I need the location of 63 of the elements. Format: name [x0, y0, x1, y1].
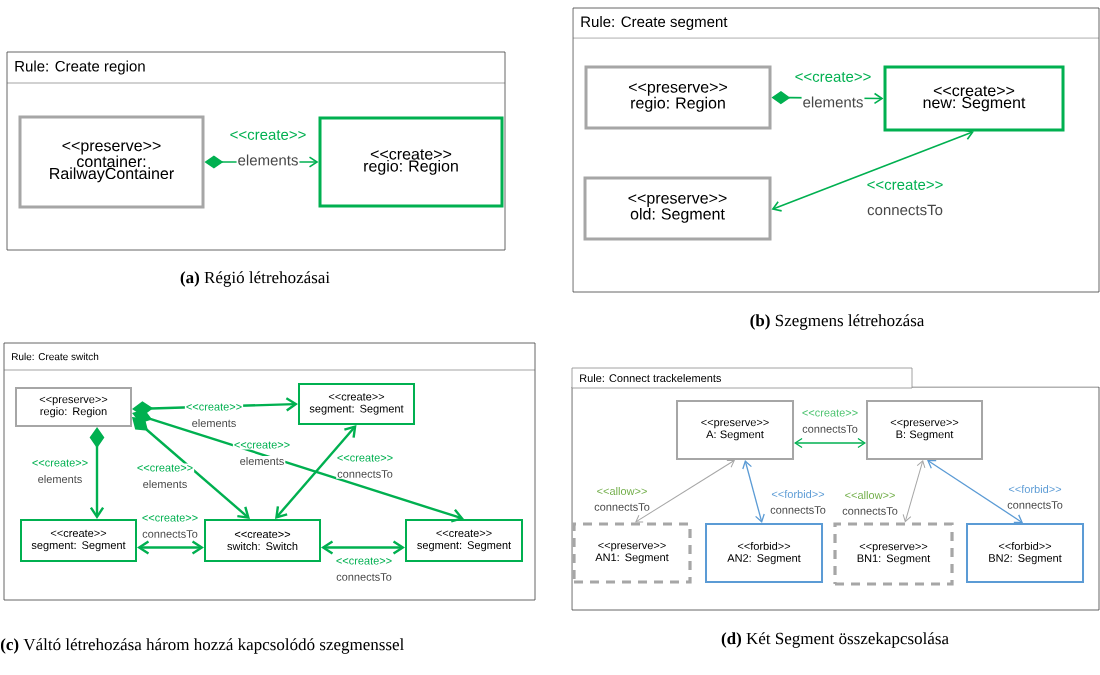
class-box: <<preserve>> BN1: Segment [833, 522, 954, 586]
stereotype-label: <<create>> [30, 458, 90, 468]
class-box: <<create>> regio: Region [318, 116, 504, 208]
subfigure-caption: (c) Váltó létrehozása három hozzá kapcsolódó szegmenssel [0, 638, 404, 654]
class-box: <<create>> segment: Segment [405, 519, 523, 562]
class-box: <<preserve>> A: Segment [676, 400, 794, 460]
association-arrow [132, 417, 250, 519]
edge-label: elements [801, 95, 865, 109]
edge-label: elements [36, 473, 84, 485]
association-arrow [137, 540, 204, 555]
edge-label: connectsTo [593, 502, 651, 512]
stereotype-label: <<create>> [865, 179, 945, 191]
class-box: <<forbid>> BN2: Segment [966, 523, 1084, 583]
association-arrow [132, 409, 464, 523]
stereotype-label: <<create>> [184, 402, 244, 412]
class-box: <<preserve>> regio: Region [15, 387, 132, 427]
stereotype-label: <<create>> [135, 463, 195, 473]
edge-label: elements [141, 478, 189, 490]
class-box: <<preserve>> regio: Region [584, 65, 772, 130]
stereotype-label: <<create>> [232, 440, 292, 450]
association-arrow [89, 427, 105, 519]
stereotype-label: <<create>> [800, 408, 860, 418]
subfigure-caption: (a) Régió létrehozásai [180, 271, 330, 287]
subfigure-caption: (b) Szegmens létrehozása [750, 314, 925, 330]
stereotype-label: <<allow>> [595, 485, 649, 497]
stereotype-label: <<create>> [334, 556, 394, 566]
class-box: <<forbid>> AN2: Segment [705, 523, 823, 583]
edge-label: elements [190, 417, 238, 429]
association-arrow [771, 129, 974, 212]
class-box: <<create>> new: Segment [883, 65, 1065, 132]
stereotype-label: <<create>> [793, 71, 873, 83]
subfigure-caption: (d) Két Segment összekapcsolása [721, 632, 949, 648]
stereotype-label: <<create>> [140, 513, 200, 523]
edge-label: connectsTo [336, 469, 394, 479]
class-box: <<preserve>> old: Segment [583, 176, 772, 241]
edge-label: connectsTo [1006, 500, 1064, 510]
class-box: <<create>> segment: Segment [20, 519, 137, 562]
association-arrow [321, 540, 405, 555]
association-arrow [275, 425, 357, 519]
edge-label: elements [238, 455, 286, 467]
edge-label: connectsTo [335, 572, 393, 582]
edge-label: connectsTo [841, 506, 899, 516]
class-box: <<preserve>> container: RailwayContainer [18, 115, 205, 209]
stereotype-label: <<create>> [228, 129, 308, 141]
stereotype-label: <<allow>> [843, 489, 897, 501]
edge-label: elements [236, 153, 300, 167]
association-arrow [927, 460, 1023, 523]
stereotype-label: <<forbid>> [770, 488, 826, 500]
edge-label: connectsTo [769, 505, 827, 515]
node-label: Rule: Connect trackelements [580, 373, 722, 383]
stereotype-label: <<create>> [335, 453, 395, 463]
class-box: <<create>> switch: Switch [204, 519, 321, 562]
class-box: <<create>> segment: Segment [298, 383, 415, 425]
association-arrow [635, 459, 735, 523]
association-arrow [794, 437, 866, 449]
edge-label: connectsTo [866, 203, 944, 217]
class-box: <<preserve>> B: Segment [866, 400, 983, 460]
edge-label: connectsTo [801, 424, 859, 434]
association-arrow [902, 460, 926, 522]
association-arrow [742, 460, 765, 523]
class-box: <<preserve>> AN1: Segment [572, 522, 692, 584]
stereotype-label: <<forbid>> [1007, 483, 1063, 495]
edge-label: connectsTo [141, 529, 199, 539]
